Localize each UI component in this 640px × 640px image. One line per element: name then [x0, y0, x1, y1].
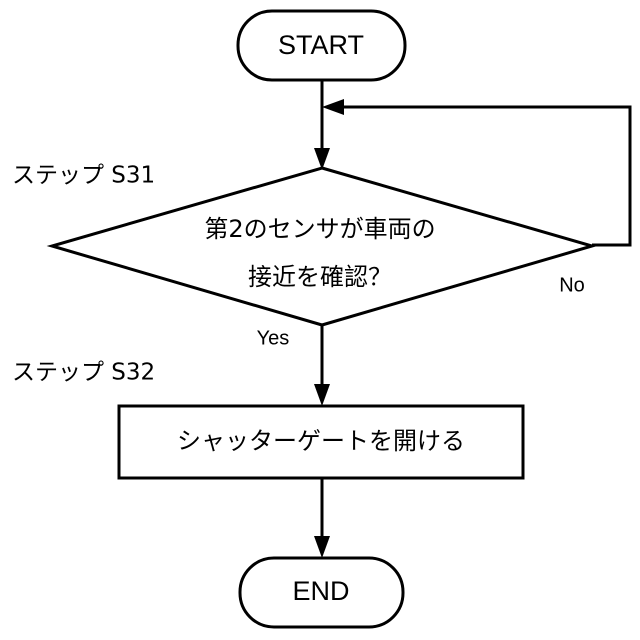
arrowhead-into-end	[314, 536, 330, 558]
arrowhead-into-process	[314, 384, 330, 406]
node-start-label: START	[278, 30, 364, 60]
step-label-s32: ステップ S32	[12, 360, 155, 386]
connector-no-feedback-loop	[336, 105, 632, 247]
branch-label-no: No	[559, 274, 585, 296]
node-decision-label-line1: 第2のセンサが車両の	[204, 215, 435, 243]
node-process-label: シャッターゲートを開ける	[177, 427, 465, 455]
arrowhead-into-decision	[314, 148, 330, 170]
step-label-s31: ステップ S31	[12, 163, 155, 189]
node-end[interactable]	[238, 556, 405, 629]
node-decision-label-line2: 接近を確認？	[248, 263, 392, 291]
arrowhead-feedback-loop	[322, 99, 344, 115]
branch-label-yes: Yes	[257, 327, 290, 349]
node-start[interactable]	[236, 9, 407, 82]
node-decision[interactable]	[46, 166, 598, 327]
node-process[interactable]	[117, 404, 525, 480]
node-end-label: END	[292, 576, 349, 606]
